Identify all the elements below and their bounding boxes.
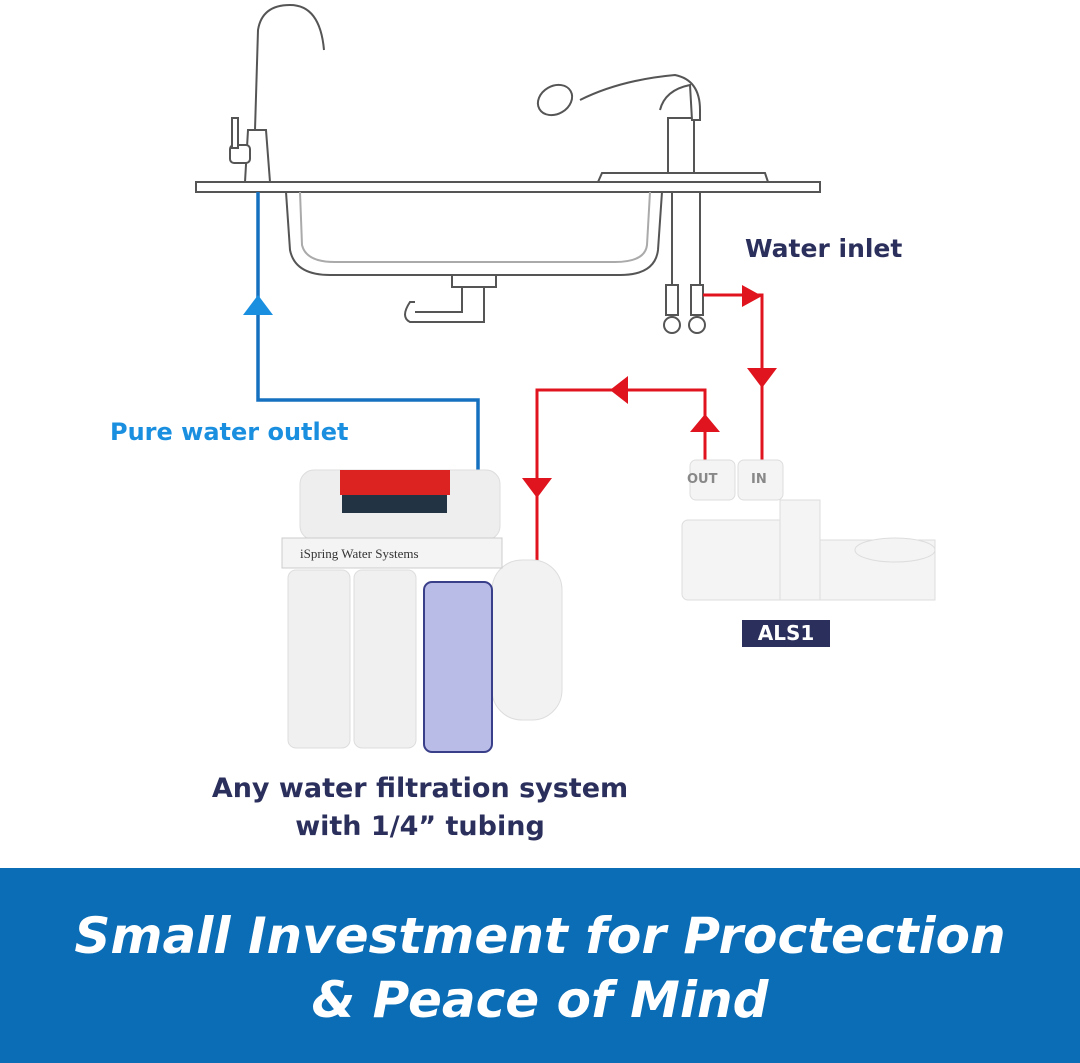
banner-line-1: Small Investment for Proctection xyxy=(74,907,1006,965)
arrow-left-icon xyxy=(610,376,628,404)
caption-line-1: Any water filtration system xyxy=(211,773,629,804)
arrow-up-icon xyxy=(243,295,273,315)
pure-water-outlet-label: Pure water outlet xyxy=(110,418,349,446)
ro-faucet-icon xyxy=(229,3,325,183)
sink xyxy=(195,172,821,323)
pure-water-line xyxy=(243,192,480,470)
water-inlet-label: Water inlet xyxy=(745,234,903,263)
port-out-label: OUT xyxy=(687,472,718,487)
kitchen-faucet-icon xyxy=(536,73,706,334)
filtration-caption: Any water filtration system with 1/4” tu… xyxy=(160,770,680,846)
ro-filtration-system-image: iSpring Water Systems xyxy=(281,469,563,753)
installation-diagram: iSpring Water Systems xyxy=(195,3,936,753)
banner-line-2: & Peace of Mind xyxy=(311,971,769,1029)
arrow-right-icon xyxy=(742,285,762,307)
arrow-down-icon xyxy=(747,368,777,388)
als1-leak-stop-valve-image xyxy=(681,459,936,601)
caption-line-2: with 1/4” tubing xyxy=(295,811,545,842)
device-name-badge: ALS1 xyxy=(742,620,830,647)
arrow-up-icon xyxy=(690,414,720,432)
product-brand-text: iSpring Water Systems xyxy=(300,546,419,561)
tagline-banner: Small Investment for Proctection & Peace… xyxy=(0,868,1080,1063)
arrow-down-icon xyxy=(522,478,552,498)
port-in-label: IN xyxy=(751,472,767,487)
